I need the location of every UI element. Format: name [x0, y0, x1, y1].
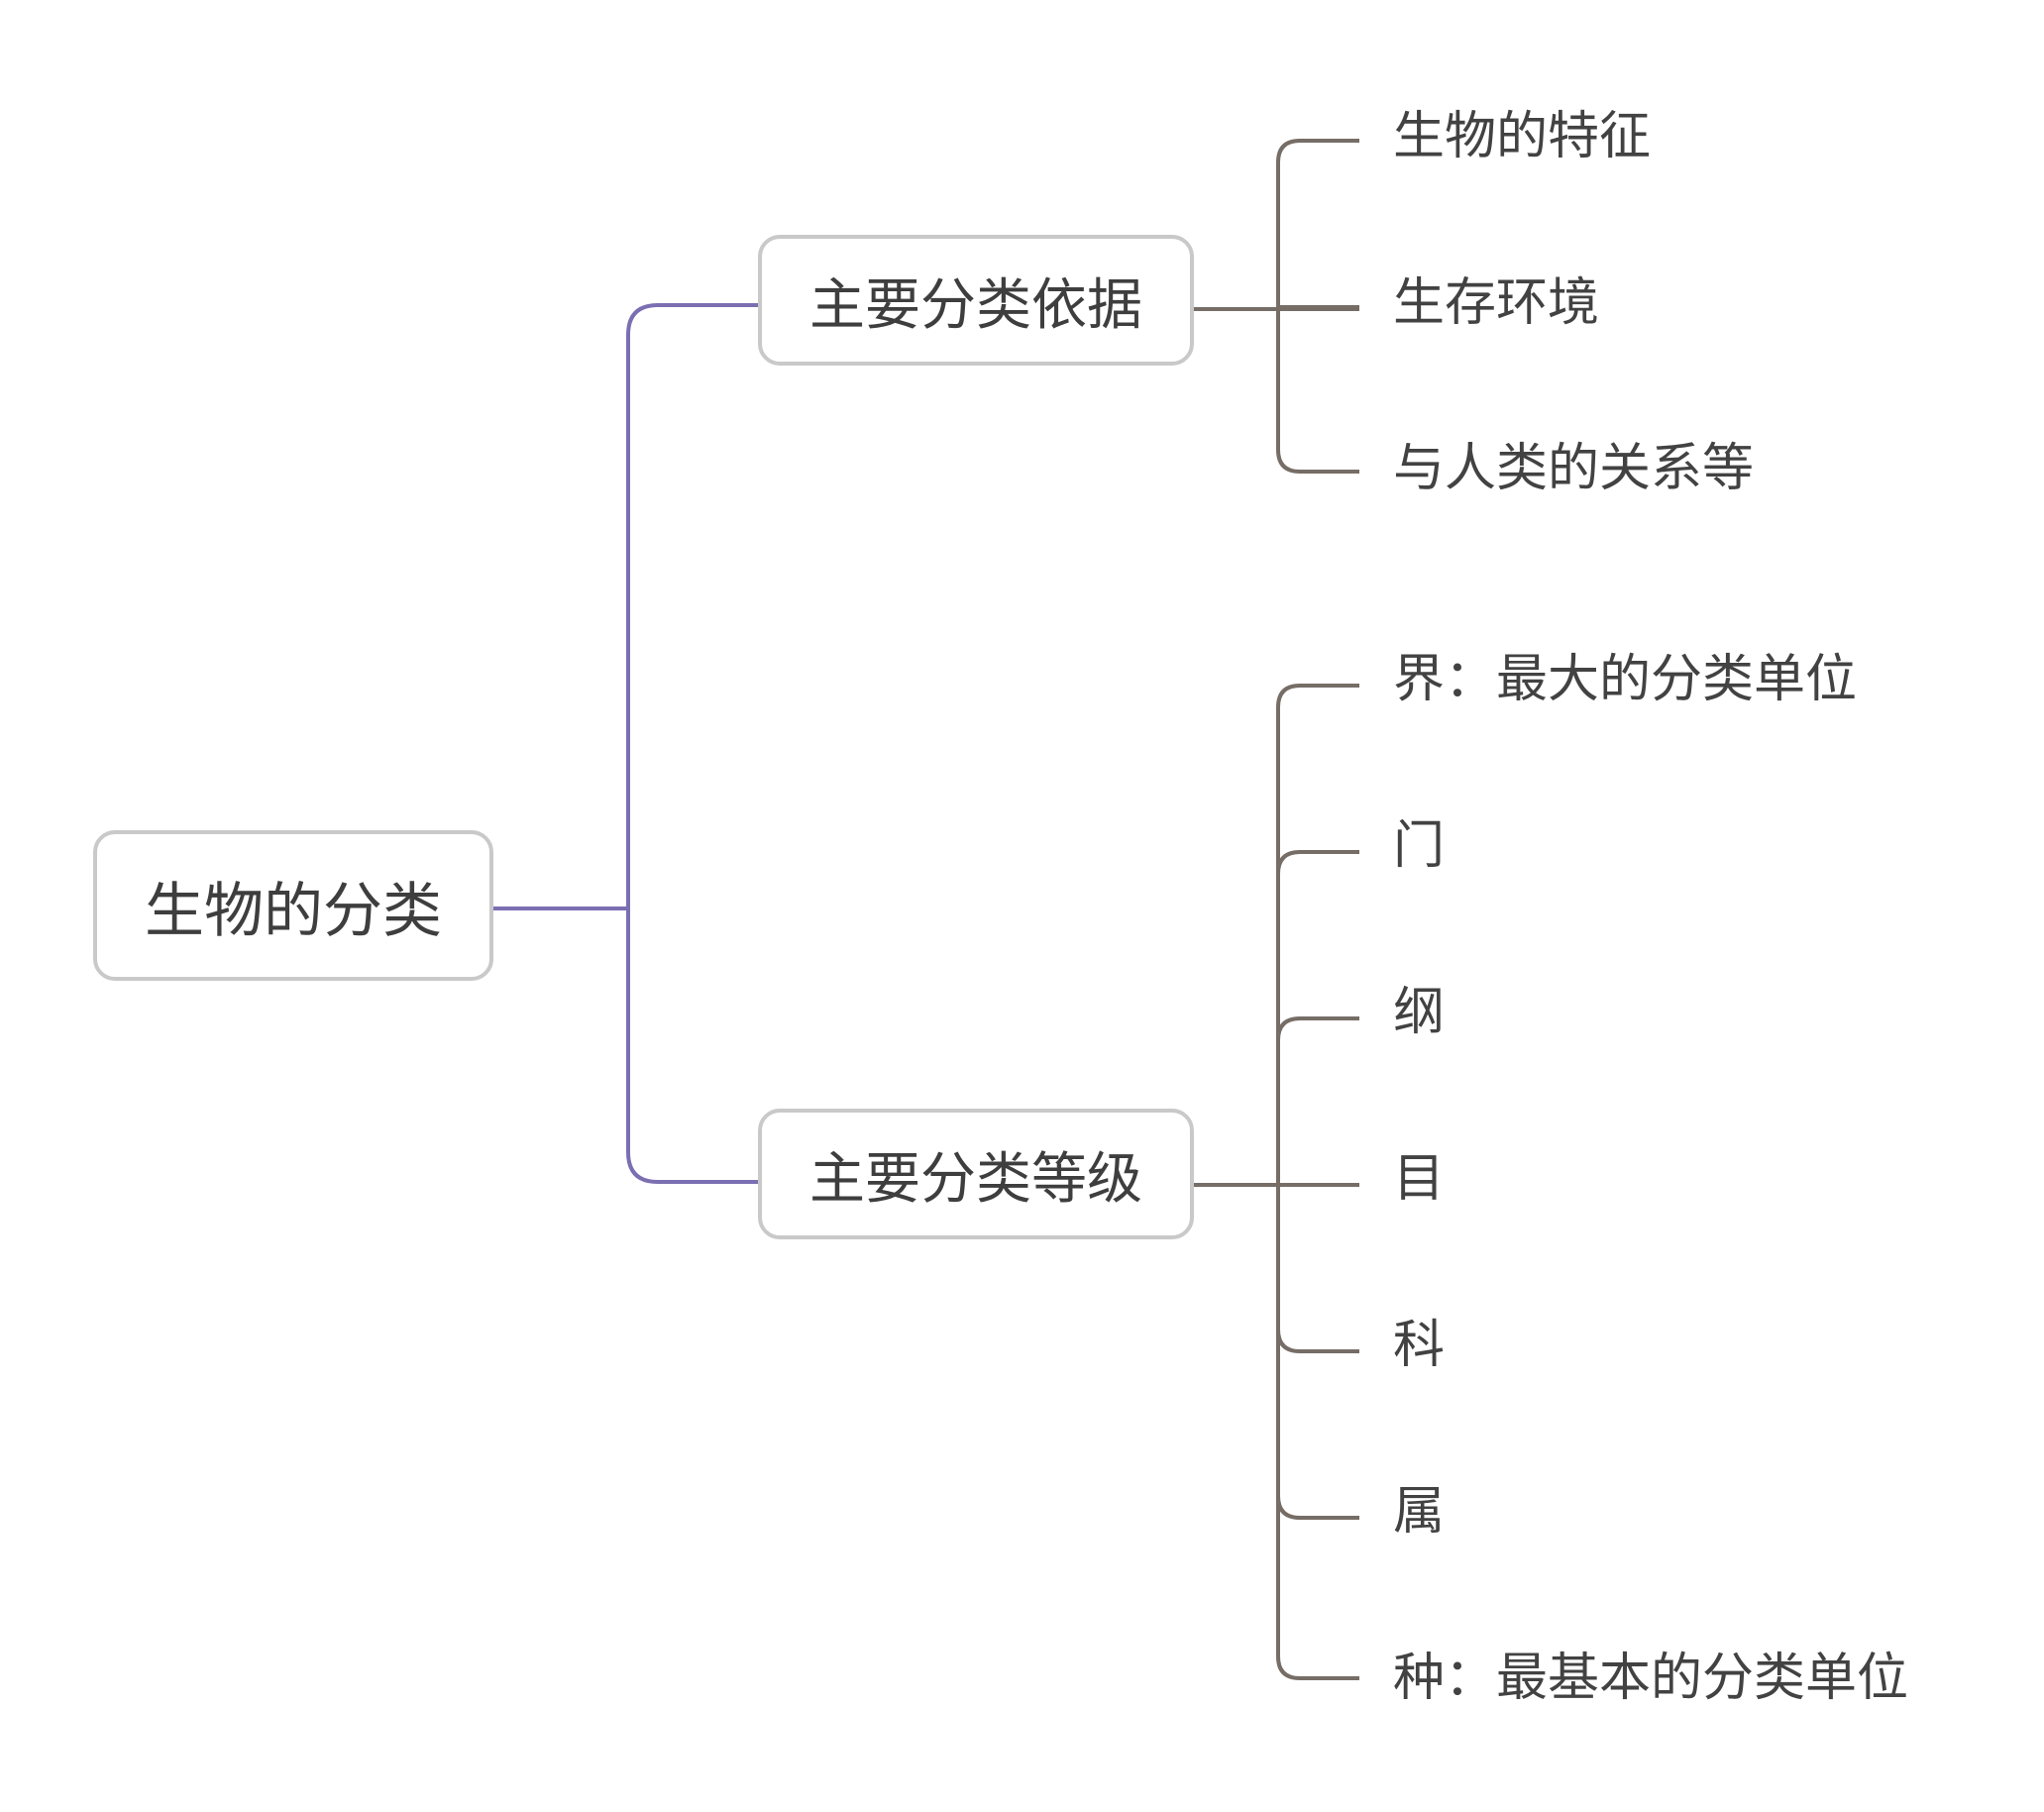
leaf-node[interactable]: 与人类的关系等: [1393, 439, 1755, 498]
leaf-node[interactable]: 种：最基本的分类单位: [1393, 1649, 1909, 1708]
leaf-node[interactable]: 纲: [1393, 983, 1446, 1042]
branch-node-classification-ranks[interactable]: 主要分类等级: [758, 1109, 1194, 1239]
branch-label: 主要分类依据: [809, 272, 1142, 338]
leaf-node[interactable]: 生存环境: [1393, 273, 1600, 333]
leaf-node[interactable]: 属: [1393, 1482, 1446, 1542]
leaf-node[interactable]: 门: [1393, 816, 1446, 876]
root-connector: [493, 303, 759, 1184]
leaf-node[interactable]: 科: [1393, 1316, 1446, 1375]
leaf-node[interactable]: 界：最大的分类单位: [1393, 650, 1858, 709]
root-node[interactable]: 生物的分类: [93, 830, 493, 981]
branch-1-connector: [1194, 139, 1359, 474]
leaf-node[interactable]: 目: [1393, 1149, 1446, 1209]
leaf-node[interactable]: 生物的特征: [1393, 107, 1652, 166]
branch-2-connector: [1194, 684, 1359, 1680]
branch-node-classification-basis[interactable]: 主要分类依据: [758, 235, 1194, 366]
branch-label: 主要分类等级: [809, 1146, 1142, 1212]
root-label: 生物的分类: [145, 876, 442, 946]
